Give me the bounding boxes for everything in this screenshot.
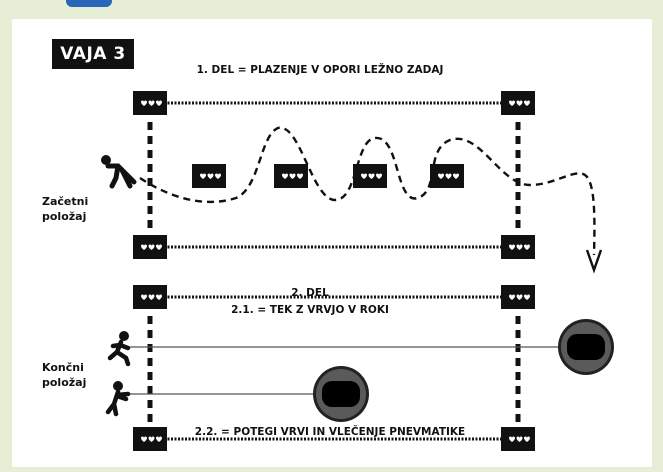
running-person-icon <box>107 331 131 367</box>
part2-sub2: 2.2. = POTEGI VRVI IN VLEČENJE PNEVMATIK… <box>194 426 466 438</box>
cone-marker <box>274 164 308 188</box>
cone-marker <box>501 285 535 309</box>
part2-labels: 2. DEL 2.1. = TEK Z VRVJO V ROKI <box>180 285 440 319</box>
arrow-head-icon <box>585 249 603 274</box>
cone-marker <box>133 235 167 259</box>
cone-marker <box>501 91 535 115</box>
cone-marker <box>192 164 226 188</box>
crawling-person-icon <box>101 155 137 189</box>
part2-heading: 2. DEL <box>291 287 329 299</box>
end-position-label: Končni položaj <box>42 360 86 390</box>
cone-marker <box>353 164 387 188</box>
part1-label: 1. DEL = PLAZENJE V OPORI LEŽNO ZADAJ <box>196 64 444 76</box>
cone-marker <box>501 427 535 451</box>
cone-marker <box>430 164 464 188</box>
cone-marker <box>501 235 535 259</box>
cone-marker <box>133 427 167 451</box>
tire-icon <box>313 366 369 422</box>
pulling-person-icon <box>105 381 131 417</box>
cone-marker <box>133 91 167 115</box>
part2-sub1: 2.1. = TEK Z VRVJO V ROKI <box>231 304 389 316</box>
end-line1: Končni <box>42 361 84 374</box>
tire-icon <box>558 319 614 375</box>
start-position-label: Začetni položaj <box>42 194 88 224</box>
crawl-path <box>139 126 596 256</box>
end-line2: položaj <box>42 376 87 389</box>
cone-marker <box>133 285 167 309</box>
start-line1: Začetni <box>42 195 89 208</box>
exercise-title: VAJA 3 <box>52 39 134 69</box>
corner-tab <box>66 0 112 7</box>
start-line2: položaj <box>42 210 87 223</box>
